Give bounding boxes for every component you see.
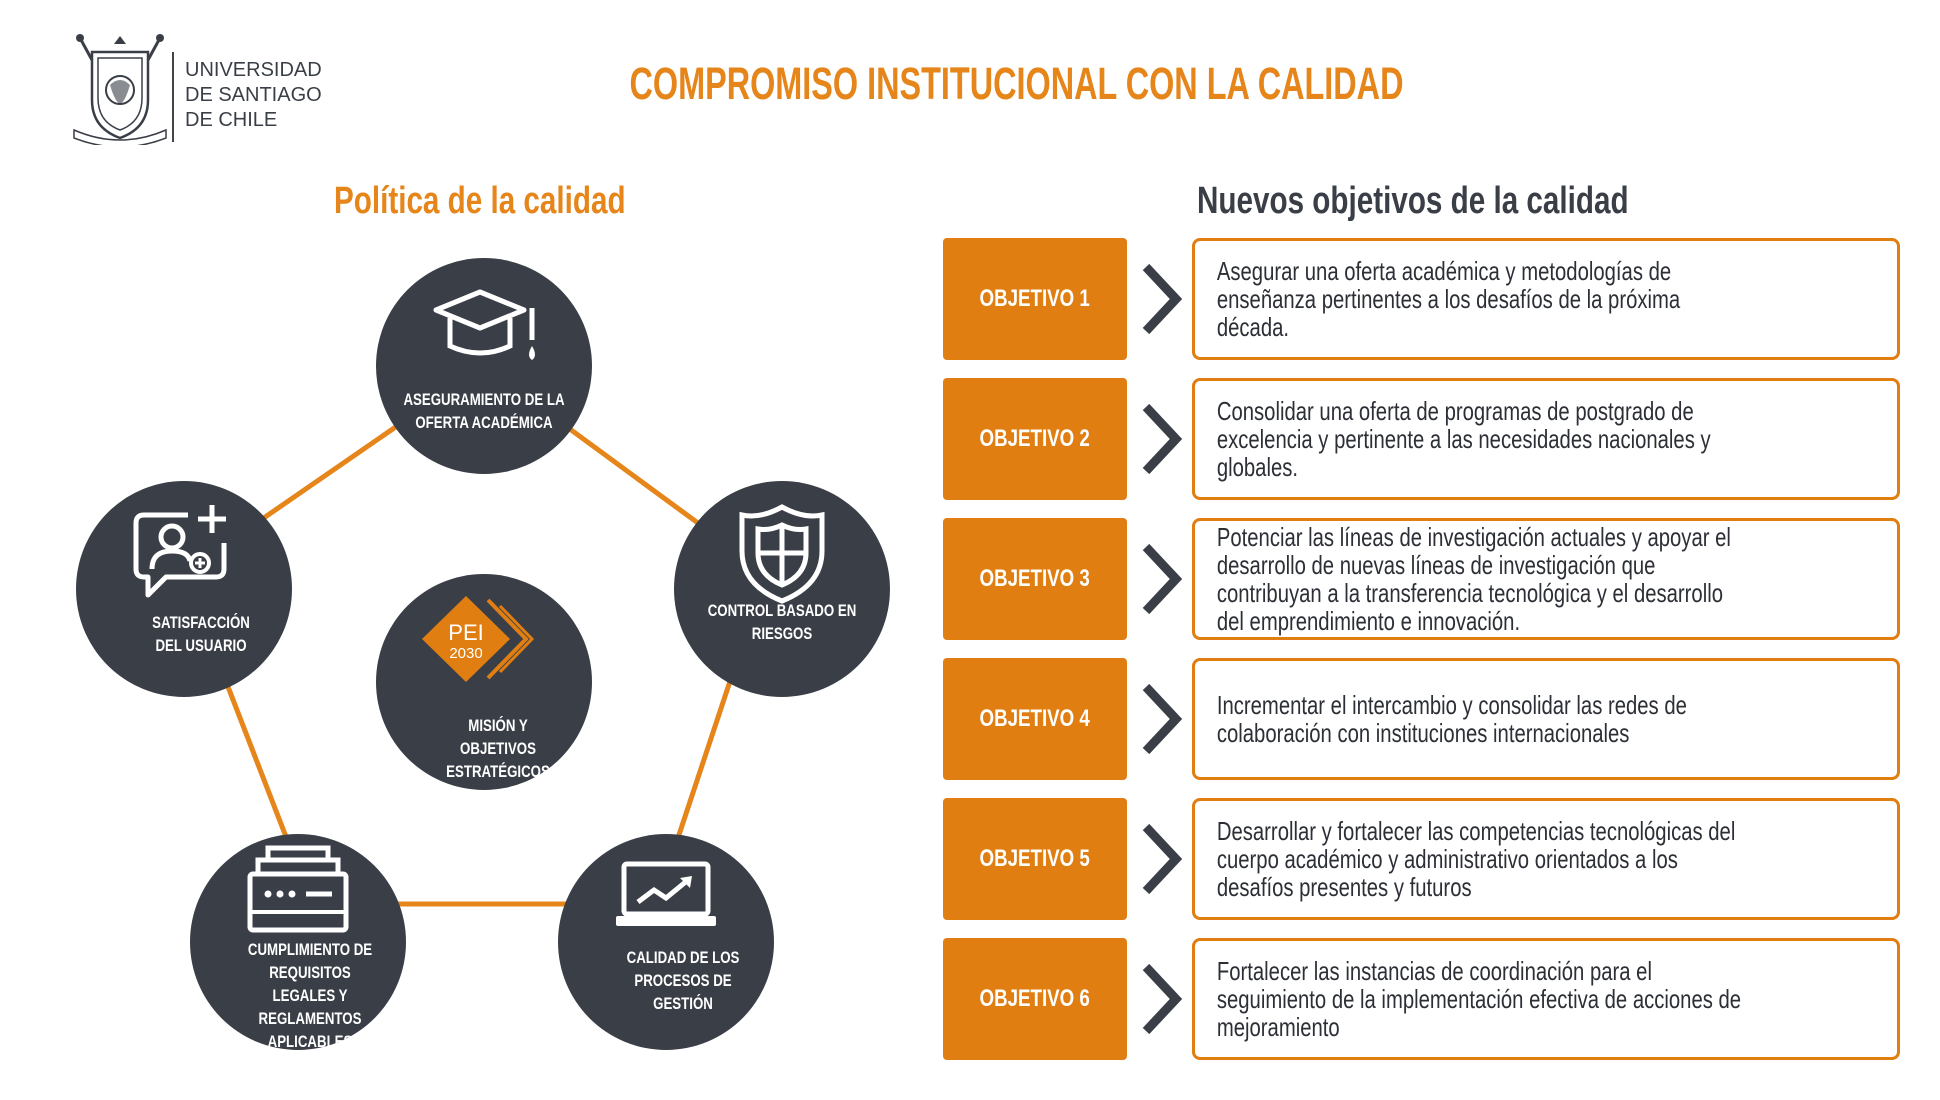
chevron-right-icon xyxy=(1142,543,1183,615)
university-name-line-1: UNIVERSIDAD xyxy=(185,59,322,81)
node-label-mission-objectives: MISIÓN Y OBJETIVOS ESTRATÉGICOS xyxy=(446,716,550,781)
objective-label-2: OBJETIVO 2 xyxy=(943,378,1127,500)
node-label-legal-requirements: CUMPLIMIENTO DE REQUISITOS LEGALES Y REG… xyxy=(247,940,372,1051)
badge-bottom-text: 2030 xyxy=(449,645,482,662)
objective-description-5: Desarrollar y fortalecer las competencia… xyxy=(1192,798,1900,920)
badge-top-text: PEI xyxy=(448,620,483,645)
objective-description-3: Potenciar las líneas de investigación ac… xyxy=(1192,518,1900,640)
policy-heading: Política de la calidad xyxy=(334,180,626,222)
node-mission-objectives: PEI 2030 MISIÓN Y OBJETIVOS ESTRATÉGICOS xyxy=(376,574,592,790)
shield-icon xyxy=(734,501,830,610)
laptop-chart-icon xyxy=(614,860,718,935)
page-title: COMPROMISO INSTITUCIONAL CON LA CALIDAD xyxy=(629,58,1404,109)
node-label-user-satisfaction: SATISFACCIÓN DEL USUARIO xyxy=(151,613,250,655)
node-management-processes: CALIDAD DE LOS PROCESOS DE GESTIÓN xyxy=(558,834,774,1050)
university-name: UNIVERSIDAD DE SANTIAGO DE CHILE xyxy=(185,58,322,133)
objective-label-4: OBJETIVO 4 xyxy=(943,658,1127,780)
university-crest-logo xyxy=(70,30,170,148)
chevron-right-icon xyxy=(1142,403,1183,475)
node-label-academic-offer: ASEGURAMIENTO DE LA OFERTA ACADÉMICA xyxy=(403,390,565,432)
university-name-line-3: DE CHILE xyxy=(185,109,278,131)
objective-description-1: Asegurar una oferta académica y metodolo… xyxy=(1192,238,1900,360)
node-user-satisfaction: SATISFACCIÓN DEL USUARIO xyxy=(76,481,292,697)
node-label-management-processes: CALIDAD DE LOS PROCESOS DE GESTIÓN xyxy=(626,948,739,1013)
objective-description-4: Incrementar el intercambio y consolidar … xyxy=(1192,658,1900,780)
objectives-heading: Nuevos objetivos de la calidad xyxy=(1197,180,1629,222)
objective-label-3: OBJETIVO 3 xyxy=(943,518,1127,640)
pei-2030-badge-icon: PEI 2030 xyxy=(418,592,548,691)
printer-icon xyxy=(246,844,350,939)
chevron-right-icon xyxy=(1142,263,1183,335)
graduation-cap-icon xyxy=(428,284,540,379)
node-risk-control: CONTROL BASADO EN RIESGOS xyxy=(674,481,890,697)
chevron-right-icon xyxy=(1142,823,1183,895)
node-label-risk-control: CONTROL BASADO EN RIESGOS xyxy=(707,601,857,643)
node-legal-requirements: CUMPLIMIENTO DE REQUISITOS LEGALES Y REG… xyxy=(190,834,406,1051)
university-name-line-2: DE SANTIAGO xyxy=(185,84,322,106)
objective-description-6: Fortalecer las instancias de coordinació… xyxy=(1192,938,1900,1060)
user-message-icon xyxy=(128,499,238,608)
logo-divider xyxy=(172,52,174,142)
chevron-right-icon xyxy=(1142,963,1183,1035)
chevron-right-icon xyxy=(1142,683,1183,755)
objective-label-6: OBJETIVO 6 xyxy=(943,938,1127,1060)
objective-label-1: OBJETIVO 1 xyxy=(943,238,1127,360)
objective-label-5: OBJETIVO 5 xyxy=(943,798,1127,920)
objective-description-2: Consolidar una oferta de programas de po… xyxy=(1192,378,1900,500)
node-academic-offer: ASEGURAMIENTO DE LA OFERTA ACADÉMICA xyxy=(376,258,592,474)
